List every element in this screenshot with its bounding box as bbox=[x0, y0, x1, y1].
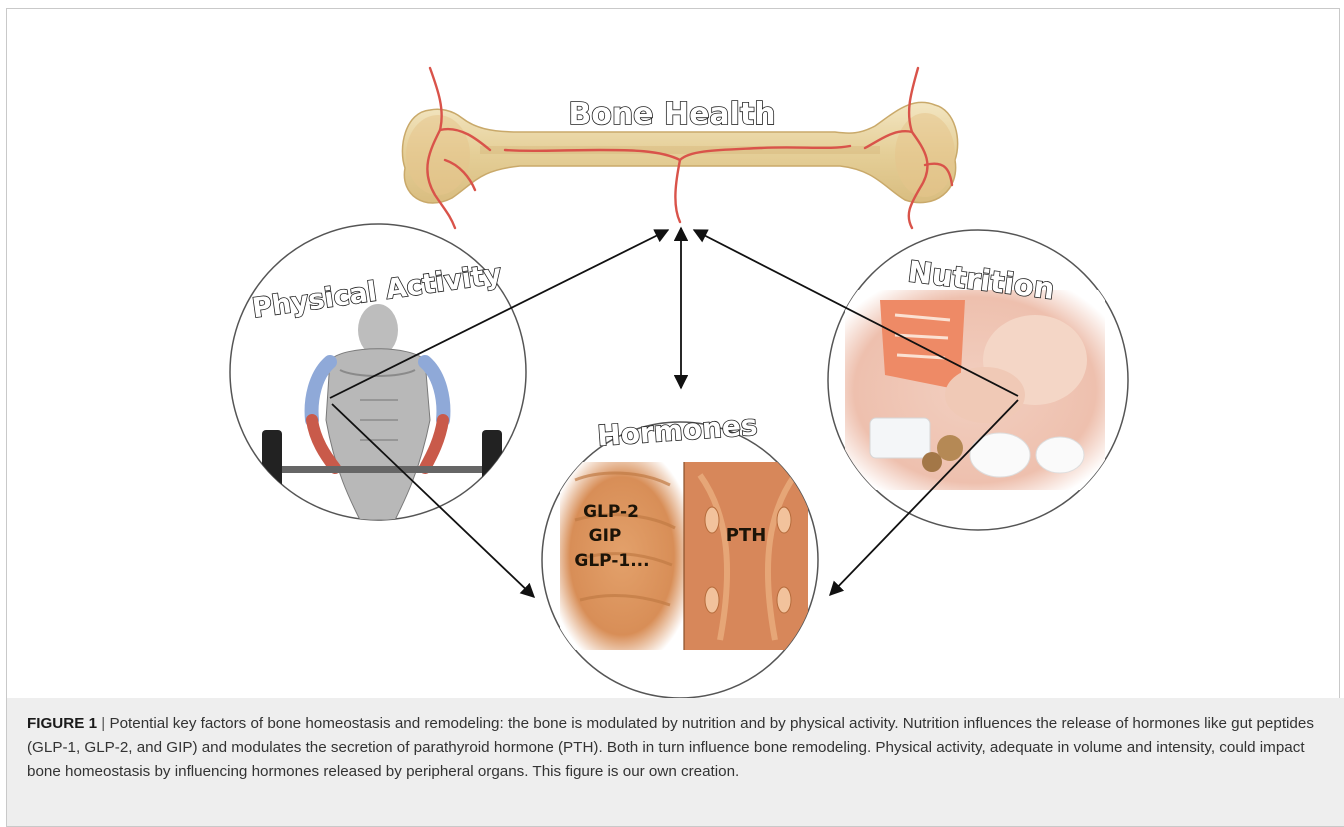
bone-health-label: Bone Health bbox=[568, 97, 775, 132]
caption-separator: | bbox=[101, 715, 105, 732]
bone-illustration: Bone Health bbox=[402, 68, 957, 228]
hormones-panel: GLP-2 GIP GLP-1... PTH Hormones bbox=[542, 408, 818, 698]
nutrition-panel: Nutrition bbox=[828, 230, 1128, 530]
physical-activity-panel: Physical Activity bbox=[230, 224, 530, 520]
figure-caption: FIGURE 1 | Potential key factors of bone… bbox=[27, 698, 1327, 784]
gut-hormone-2: GIP bbox=[589, 526, 622, 546]
pth-label: PTH bbox=[726, 525, 767, 546]
gut-hormone-3: GLP-1... bbox=[574, 551, 649, 571]
food-photo bbox=[845, 290, 1105, 490]
parathyroid-image bbox=[684, 462, 808, 650]
diagram-canvas: Bone Health Physical Activity bbox=[0, 0, 1344, 700]
caption-text: Potential key factors of bone homeostasi… bbox=[27, 715, 1314, 780]
figure-label: FIGURE 1 bbox=[27, 715, 97, 732]
caption-box: FIGURE 1 | Potential key factors of bone… bbox=[6, 698, 1344, 827]
gut-hormone-1: GLP-2 bbox=[583, 502, 639, 522]
